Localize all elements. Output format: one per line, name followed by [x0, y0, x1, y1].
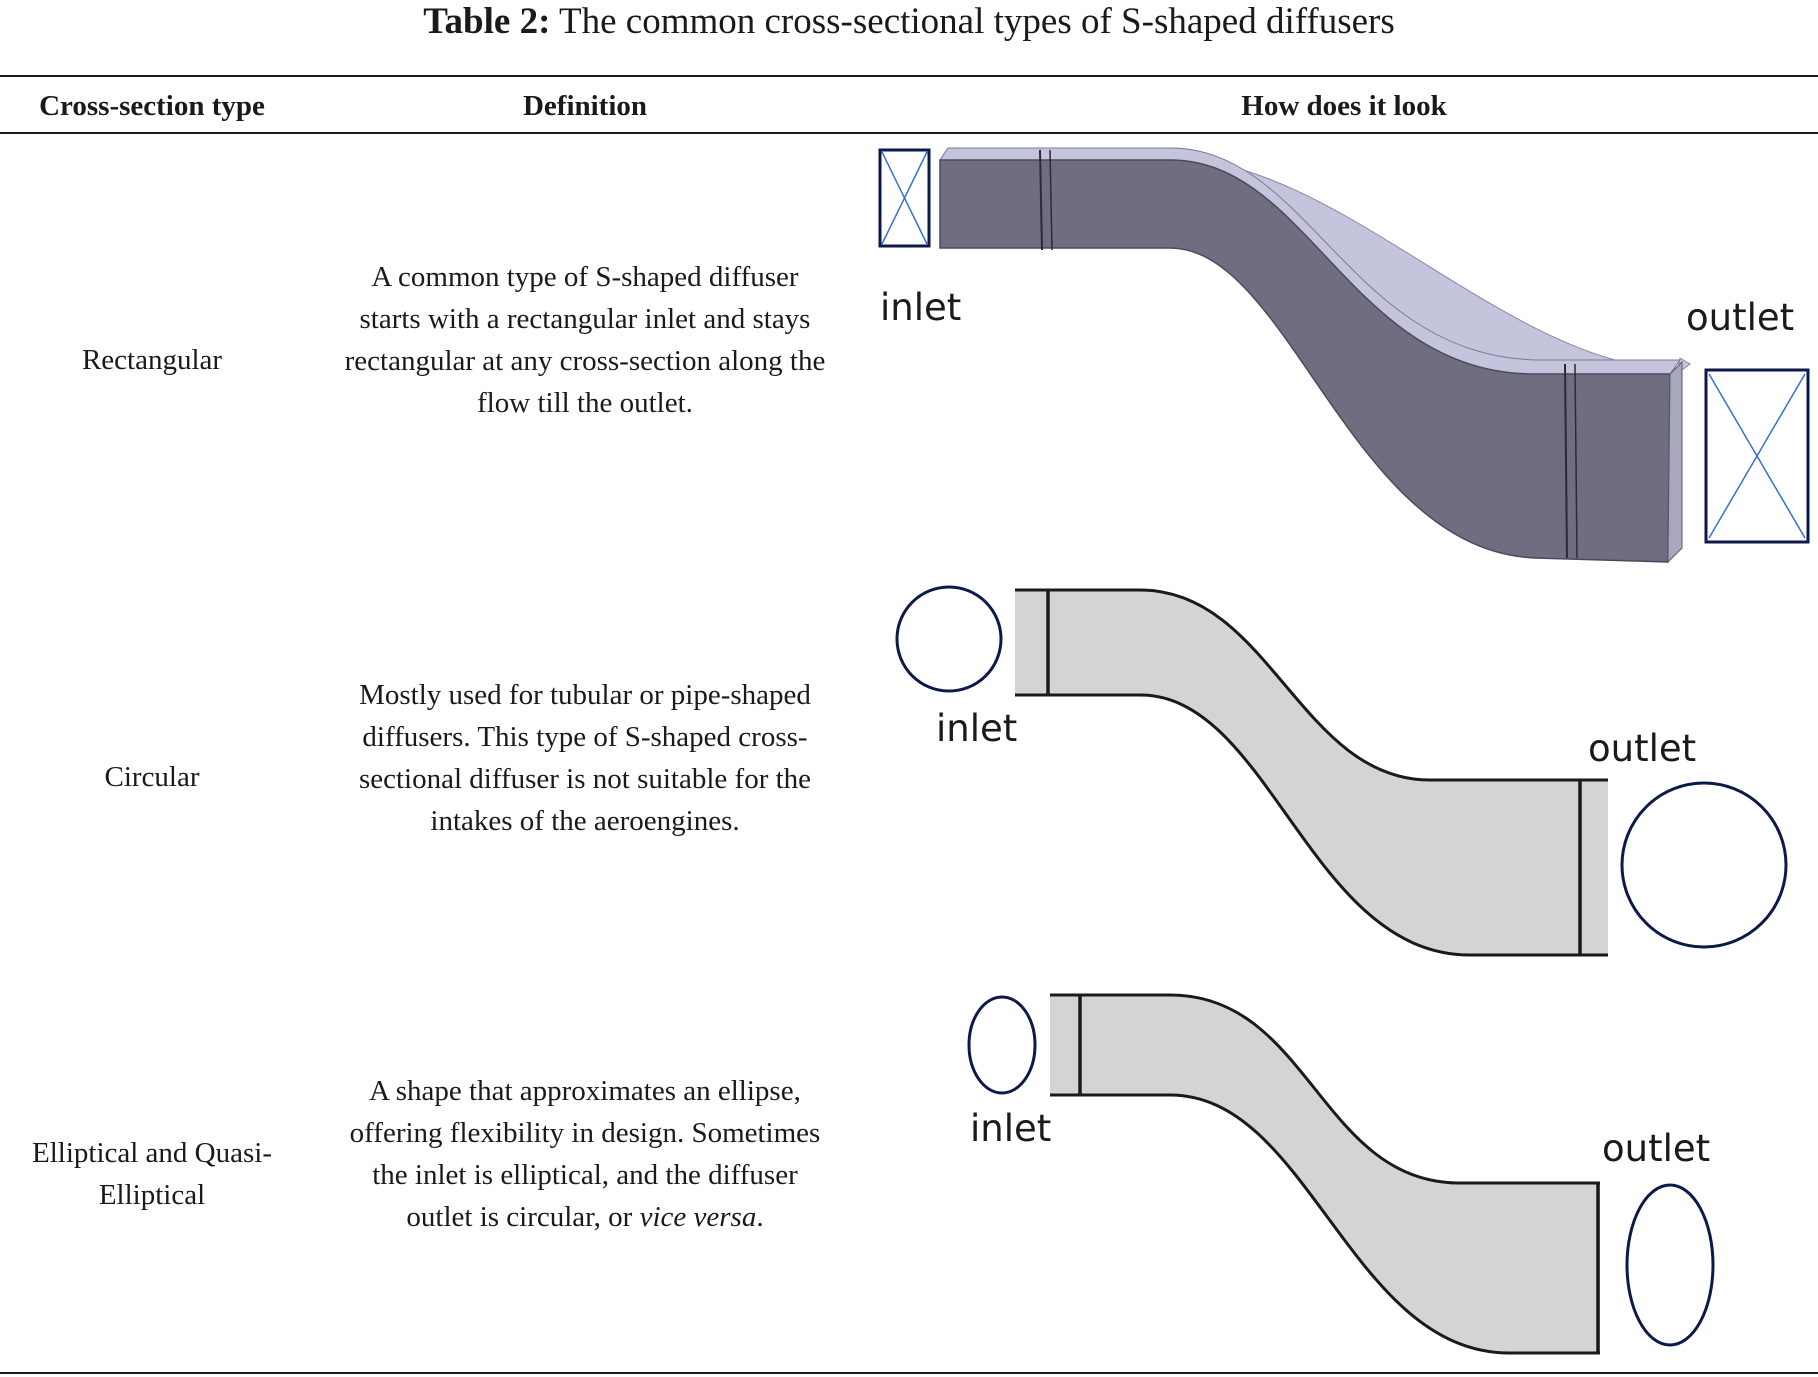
caption-label: Table 2:	[423, 1, 551, 42]
circular-diffuser-figure: inlet outlet	[870, 575, 1818, 970]
circular-outlet-label: outlet	[1588, 727, 1696, 770]
elliptical-outlet-label: outlet	[1602, 1127, 1710, 1170]
elliptical-inlet-label: inlet	[970, 1107, 1051, 1150]
header-cross-section-type: Cross-section type	[39, 90, 265, 122]
row-circular-type: Circular	[104, 761, 200, 793]
top-rule	[0, 75, 1818, 77]
row-circular-definition: Mostly used for tubular or pipe-shaped d…	[358, 679, 812, 837]
elliptical-definition-end: .	[756, 1201, 764, 1233]
caption-title: The common cross-sectional types of S-sh…	[559, 1, 1395, 42]
row-elliptical-definition: A shape that approximates an ellipse, of…	[340, 1070, 830, 1238]
row-rectangular-definition: A common type of S-shaped diffuser start…	[344, 261, 826, 419]
elliptical-diffuser-figure: inlet outlet	[870, 975, 1818, 1365]
table-caption: Table 2: The common cross-sectional type…	[0, 0, 1818, 60]
row-rectangular-type: Rectangular	[81, 344, 223, 376]
row-elliptical-type: Elliptical and Quasi-Elliptical	[32, 1137, 272, 1211]
rectangular-inlet-label: inlet	[880, 286, 961, 329]
header-how-does-it-look: How does it look	[1241, 90, 1447, 122]
header-rule	[0, 132, 1818, 134]
bottom-rule	[0, 1372, 1818, 1374]
rectangular-diffuser-figure: inlet outlet	[870, 138, 1818, 570]
header-definition: Definition	[522, 90, 648, 122]
rectangular-outlet-label: outlet	[1686, 296, 1794, 339]
elliptical-definition-text: A shape that approximates an ellipse, of…	[349, 1075, 821, 1233]
elliptical-definition-italic: vice versa	[639, 1201, 757, 1233]
circular-inlet-label: inlet	[936, 707, 1017, 750]
